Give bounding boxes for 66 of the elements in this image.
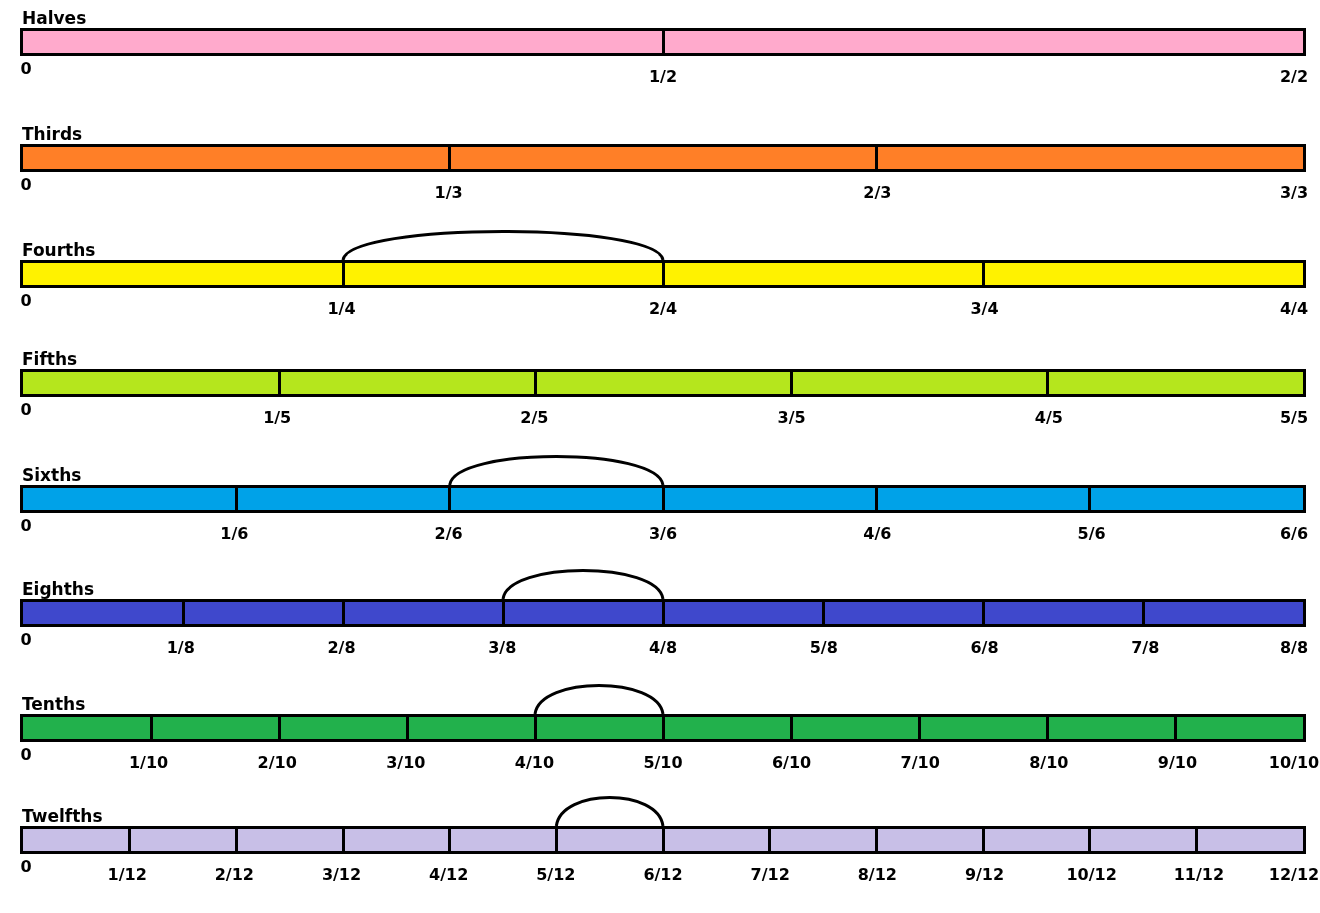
tick-label: 0 bbox=[20, 176, 32, 194]
tick-label: 12/12 bbox=[1268, 866, 1320, 884]
tick-label: 8/12 bbox=[857, 866, 897, 884]
tick-label: 4/10 bbox=[514, 754, 554, 772]
bar-title: Eighths bbox=[22, 579, 95, 599]
tick-label: 5/10 bbox=[643, 754, 683, 772]
tick-label: 9/10 bbox=[1157, 754, 1197, 772]
tick-label: 0 bbox=[20, 401, 32, 419]
tick-label: 8/10 bbox=[1029, 754, 1069, 772]
tick-label: 6/12 bbox=[643, 866, 683, 884]
tick-label: 2/12 bbox=[214, 866, 254, 884]
tick-label: 4/5 bbox=[1034, 409, 1063, 427]
tick-label: 7/12 bbox=[750, 866, 790, 884]
tick-label: 6/8 bbox=[970, 639, 999, 657]
tick-label: 0 bbox=[20, 631, 32, 649]
tick-label: 5/6 bbox=[1077, 525, 1106, 543]
tick-label: 1/8 bbox=[166, 639, 195, 657]
bar-title: Halves bbox=[22, 8, 87, 28]
bar-title: Sixths bbox=[22, 465, 82, 485]
tick-label: 2/6 bbox=[434, 525, 463, 543]
tick-label: 3/8 bbox=[488, 639, 517, 657]
tick-label: 4/8 bbox=[648, 639, 678, 657]
tick-label: 4/12 bbox=[429, 866, 469, 884]
tick-label: 0 bbox=[20, 517, 32, 535]
tick-label: 3/4 bbox=[970, 300, 999, 318]
tick-label: 3/10 bbox=[386, 754, 426, 772]
bar-title: Twelfths bbox=[22, 806, 103, 826]
tick-label: 0 bbox=[20, 60, 32, 78]
tick-label: 2/8 bbox=[327, 639, 356, 657]
tick-label: 2/2 bbox=[1279, 68, 1309, 86]
tick-label: 1/2 bbox=[648, 68, 678, 86]
tick-label: 5/12 bbox=[536, 866, 576, 884]
bar-title: Tenths bbox=[22, 694, 86, 714]
tick-label: 1/3 bbox=[434, 184, 463, 202]
tick-label: 3/6 bbox=[648, 525, 678, 543]
tick-label: 8/8 bbox=[1279, 639, 1309, 657]
bar-title: Fifths bbox=[22, 349, 78, 369]
tick-label: 5/8 bbox=[809, 639, 838, 657]
tick-label: 2/4 bbox=[648, 300, 678, 318]
tick-label: 6/10 bbox=[771, 754, 812, 772]
tick-label: 1/12 bbox=[107, 866, 147, 884]
tick-label: 1/4 bbox=[327, 300, 356, 318]
tick-label: 1/6 bbox=[220, 525, 249, 543]
tick-label: 2/10 bbox=[257, 754, 297, 772]
tick-label: 3/12 bbox=[321, 866, 362, 884]
tick-label: 0 bbox=[20, 746, 32, 764]
tick-label: 4/4 bbox=[1279, 300, 1309, 318]
bar-title: Thirds bbox=[22, 124, 83, 144]
tick-label: 1/10 bbox=[128, 754, 169, 772]
tick-label: 0 bbox=[20, 858, 32, 876]
tick-label: 2/3 bbox=[863, 184, 892, 202]
tick-label: 10/12 bbox=[1066, 866, 1117, 884]
tick-label: 11/12 bbox=[1173, 866, 1224, 884]
tick-label: 6/6 bbox=[1279, 525, 1309, 543]
bar-title: Fourths bbox=[22, 240, 96, 260]
tick-label: 1/5 bbox=[263, 409, 292, 427]
tick-label: 7/10 bbox=[900, 754, 940, 772]
tick-label: 3/5 bbox=[777, 409, 806, 427]
tick-label: 4/6 bbox=[863, 525, 892, 543]
tick-label: 0 bbox=[20, 292, 32, 310]
tick-label: 9/12 bbox=[964, 866, 1005, 884]
tick-label: 7/8 bbox=[1131, 639, 1160, 657]
tick-label: 5/5 bbox=[1279, 409, 1309, 427]
tick-label: 2/5 bbox=[520, 409, 549, 427]
tick-label: 10/10 bbox=[1268, 754, 1320, 772]
tick-label: 3/3 bbox=[1279, 184, 1309, 202]
